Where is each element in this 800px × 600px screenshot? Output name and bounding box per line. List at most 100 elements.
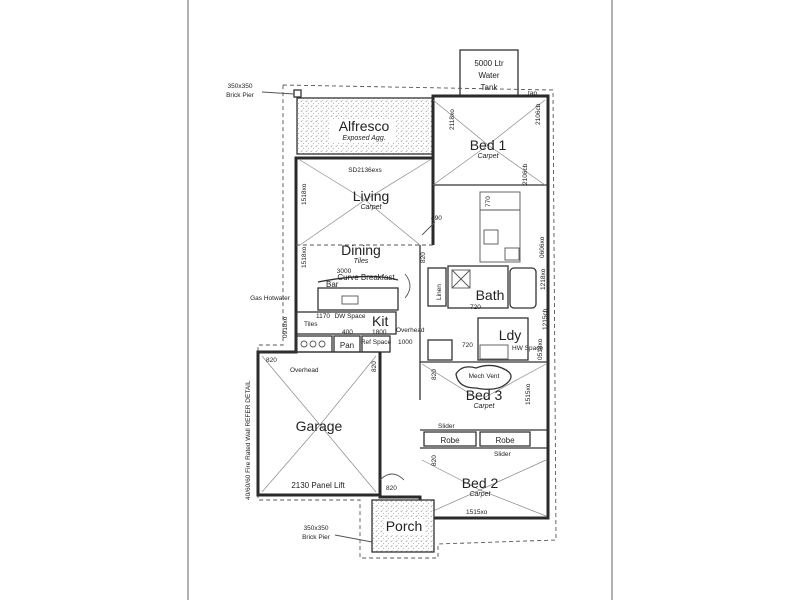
pier-bottom-label: Brick Pier bbox=[302, 534, 331, 541]
shower-x-2 bbox=[451, 269, 471, 289]
slider-bed2: Slider bbox=[494, 451, 511, 458]
bath-room bbox=[447, 265, 509, 309]
win-kitchen: 0918xo bbox=[282, 316, 289, 338]
panel-lift: 2130 Panel Lift bbox=[291, 481, 345, 490]
pier-bottom-leader bbox=[334, 534, 373, 543]
win-ldy: 0518xo bbox=[537, 338, 544, 360]
dim-1800: 1800 bbox=[372, 329, 387, 336]
tank-line2: Water bbox=[478, 71, 499, 80]
cooktop-burner-1 bbox=[300, 340, 308, 348]
tank-line1: 5000 Ltr bbox=[474, 59, 504, 68]
pan-label: Pan bbox=[340, 341, 354, 350]
tap-top: tap bbox=[528, 90, 537, 97]
bed2-ceiling-lines-2 bbox=[421, 489, 547, 517]
ensuite-basin bbox=[483, 229, 499, 245]
robe-left: Robe bbox=[440, 436, 460, 445]
alfresco-label-bg bbox=[330, 120, 396, 142]
cooktop-burner-2 bbox=[309, 340, 317, 348]
bed1-name: Bed 1 bbox=[470, 137, 507, 153]
hw-space: HW Space bbox=[512, 345, 543, 352]
win-bed2: 1515xo bbox=[466, 509, 488, 516]
overhead-label: Overhead bbox=[396, 327, 425, 334]
kitchen-bench bbox=[317, 287, 399, 311]
ensuite-wc bbox=[504, 247, 520, 261]
living-finish: Carpet bbox=[360, 204, 382, 211]
pier-bottom-size: 350x350 bbox=[304, 525, 329, 532]
brick-pier-top bbox=[293, 89, 302, 98]
curve-bar-label: Curve Breakfast bbox=[337, 273, 395, 282]
bed1-finish: Carpet bbox=[477, 153, 499, 160]
alfresco-name: Alfresco bbox=[339, 118, 390, 134]
garage-ceiling-lines bbox=[261, 355, 377, 426]
dim-820-hall: 820 bbox=[371, 361, 378, 372]
living-ceiling-lines-2 bbox=[299, 199, 421, 246]
mech-vent-cloud bbox=[455, 364, 512, 390]
door-swing-bed1 bbox=[421, 221, 436, 236]
hw-space-box bbox=[479, 344, 509, 360]
win-bed1-top: 2106cb bbox=[535, 103, 542, 125]
laundry-room bbox=[477, 317, 529, 361]
bar-label: Bar bbox=[326, 280, 339, 289]
garage-ceiling-lines-2 bbox=[261, 424, 377, 493]
mech-vent-label: Mech Vent bbox=[469, 373, 500, 380]
cooktop-burner-3 bbox=[318, 340, 326, 348]
living-name: Living bbox=[353, 188, 390, 204]
kitchen-cabinets bbox=[295, 311, 397, 335]
win-dining: 1518xo bbox=[301, 246, 308, 268]
porch-label-bg bbox=[384, 520, 424, 534]
garage-name: Garage bbox=[296, 418, 343, 434]
bed1-ceiling-lines-2 bbox=[432, 144, 546, 186]
pier-top-size: 350x350 bbox=[228, 83, 253, 90]
win-living: 1518xo bbox=[301, 183, 308, 205]
dim-820-bed3: 820 bbox=[431, 369, 438, 380]
bathtub bbox=[509, 267, 537, 309]
win-ens: 0606xo bbox=[539, 236, 546, 258]
ref-label: Ref Space bbox=[361, 339, 392, 346]
win-bed1-side: 2106cb bbox=[522, 163, 529, 185]
win-bed3: 1515xo bbox=[525, 383, 532, 405]
dim-400: 400 bbox=[342, 329, 353, 336]
dw-space: DW Space bbox=[334, 313, 365, 320]
bed3-name: Bed 3 bbox=[466, 387, 503, 403]
dim-490: 490 bbox=[431, 215, 442, 222]
dim-820-garage: 820 bbox=[266, 357, 277, 364]
pier-top-leader bbox=[261, 91, 295, 95]
alfresco-finish: Exposed Agg. bbox=[342, 135, 385, 142]
linen-cupboard bbox=[427, 267, 447, 307]
dining-finish: Tiles bbox=[354, 258, 369, 265]
kit-name: Kit bbox=[372, 313, 388, 329]
dim-820-bed2: 820 bbox=[431, 455, 438, 466]
ensuite-area bbox=[479, 191, 521, 263]
dim-770: 770 bbox=[485, 196, 492, 207]
win-bath-side: 1215cb bbox=[542, 308, 549, 330]
dim-1170: 1170 bbox=[316, 313, 330, 320]
bed3-finish: Carpet bbox=[473, 403, 495, 410]
garage-overhead: Overhead bbox=[290, 367, 319, 374]
robe-left-box bbox=[423, 431, 477, 447]
porch-name: Porch bbox=[386, 518, 423, 534]
site-boundary bbox=[257, 84, 557, 559]
win-bath: 1218xo bbox=[540, 268, 547, 290]
door-swing-hall bbox=[404, 273, 411, 299]
bath-shower bbox=[451, 269, 471, 289]
gas-hotwater: Gas Hotwater bbox=[250, 295, 291, 302]
bed2-name: Bed 2 bbox=[462, 475, 499, 491]
dining-name: Dining bbox=[341, 242, 381, 258]
tiles-label: Tiles bbox=[304, 321, 318, 328]
ldy-name: Ldy bbox=[499, 327, 522, 343]
laundry-tub bbox=[427, 339, 453, 361]
pier-top-label: Brick Pier bbox=[226, 92, 255, 99]
linen-label: Linen bbox=[436, 284, 443, 300]
kitchen-sink bbox=[341, 295, 359, 305]
robe-right: Robe bbox=[495, 436, 515, 445]
curve-breakfast-bar bbox=[317, 275, 399, 283]
dim-820-dining: 820 bbox=[420, 252, 427, 263]
tank-line3: Tank bbox=[481, 83, 499, 92]
dim-720-ldy: 720 bbox=[462, 342, 473, 349]
bar-dim: 3000 bbox=[337, 268, 352, 275]
dim-820-porch: 820 bbox=[386, 485, 397, 492]
sd-door-label: SD2136exs bbox=[348, 167, 382, 174]
bed2-finish: Carpet bbox=[469, 491, 491, 498]
